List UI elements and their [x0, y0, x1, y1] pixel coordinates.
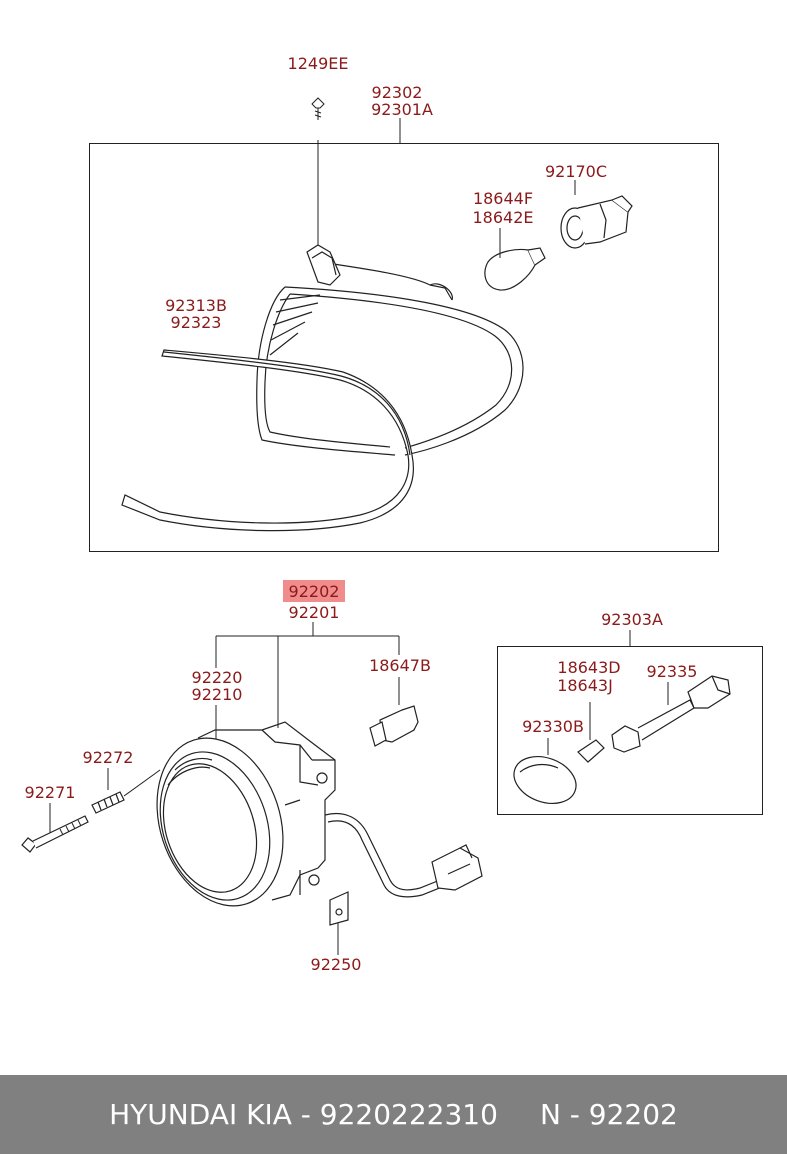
side-repeater-leaders	[547, 630, 669, 755]
bracket-drawing	[329, 891, 349, 926]
label-side-bulb-1: 18643D	[557, 658, 620, 677]
label-fog-lamp-1: 92202	[289, 582, 340, 601]
highlight-box	[283, 580, 345, 602]
screw-drawing	[311, 97, 325, 260]
label-bolt: 92271	[25, 783, 76, 802]
bolt-drawing	[21, 815, 89, 853]
label-bulb-2: 18642E	[472, 208, 533, 227]
label-bulb-1: 18644F	[473, 189, 533, 208]
label-gasket-2: 92323	[171, 313, 222, 332]
label-bracket: 92250	[311, 955, 362, 974]
spring-drawing	[91, 769, 161, 814]
label-side-socket: 92335	[647, 662, 698, 681]
label-side-lens: 92330B	[522, 717, 584, 736]
label-fog-bulb: 18647B	[369, 656, 431, 675]
footer-bar: HYUNDAI KIA - 9220222310 N - 92202	[0, 1075, 787, 1154]
label-side-bulb-2: 18643J	[557, 676, 613, 695]
fog-bulb-drawing	[369, 705, 419, 747]
socket-drawing	[560, 180, 633, 249]
corner-lamp-drawing	[256, 244, 524, 456]
side-repeater-drawing	[513, 675, 731, 804]
label-screw: 1249EE	[288, 54, 349, 73]
label-lamp-assy-2: 92301A	[371, 100, 433, 119]
label-socket: 92170C	[545, 162, 607, 181]
parts-diagram: 1249EE 92302 92301A 92170C 18644F 18642E…	[21, 54, 763, 974]
label-side-repeater: 92303A	[601, 610, 663, 629]
label-lamp-assy-1: 92302	[372, 83, 423, 102]
label-lens-2: 92210	[192, 685, 243, 704]
gasket-drawing	[121, 349, 414, 532]
bulb-drawing	[484, 228, 546, 291]
side-repeater-frame	[497, 646, 763, 815]
label-fog-lamp-2: 92201	[289, 603, 340, 622]
label-spring: 92272	[83, 748, 134, 767]
fog-lamp-drawing	[156, 721, 483, 907]
label-lens-1: 92220	[192, 668, 243, 687]
lamp-assembly-frame	[89, 143, 719, 552]
label-gasket-1: 92313B	[165, 296, 227, 315]
footer-number: N - 92202	[539, 1098, 678, 1131]
footer-brand-part: HYUNDAI KIA - 9220222310	[109, 1098, 498, 1131]
